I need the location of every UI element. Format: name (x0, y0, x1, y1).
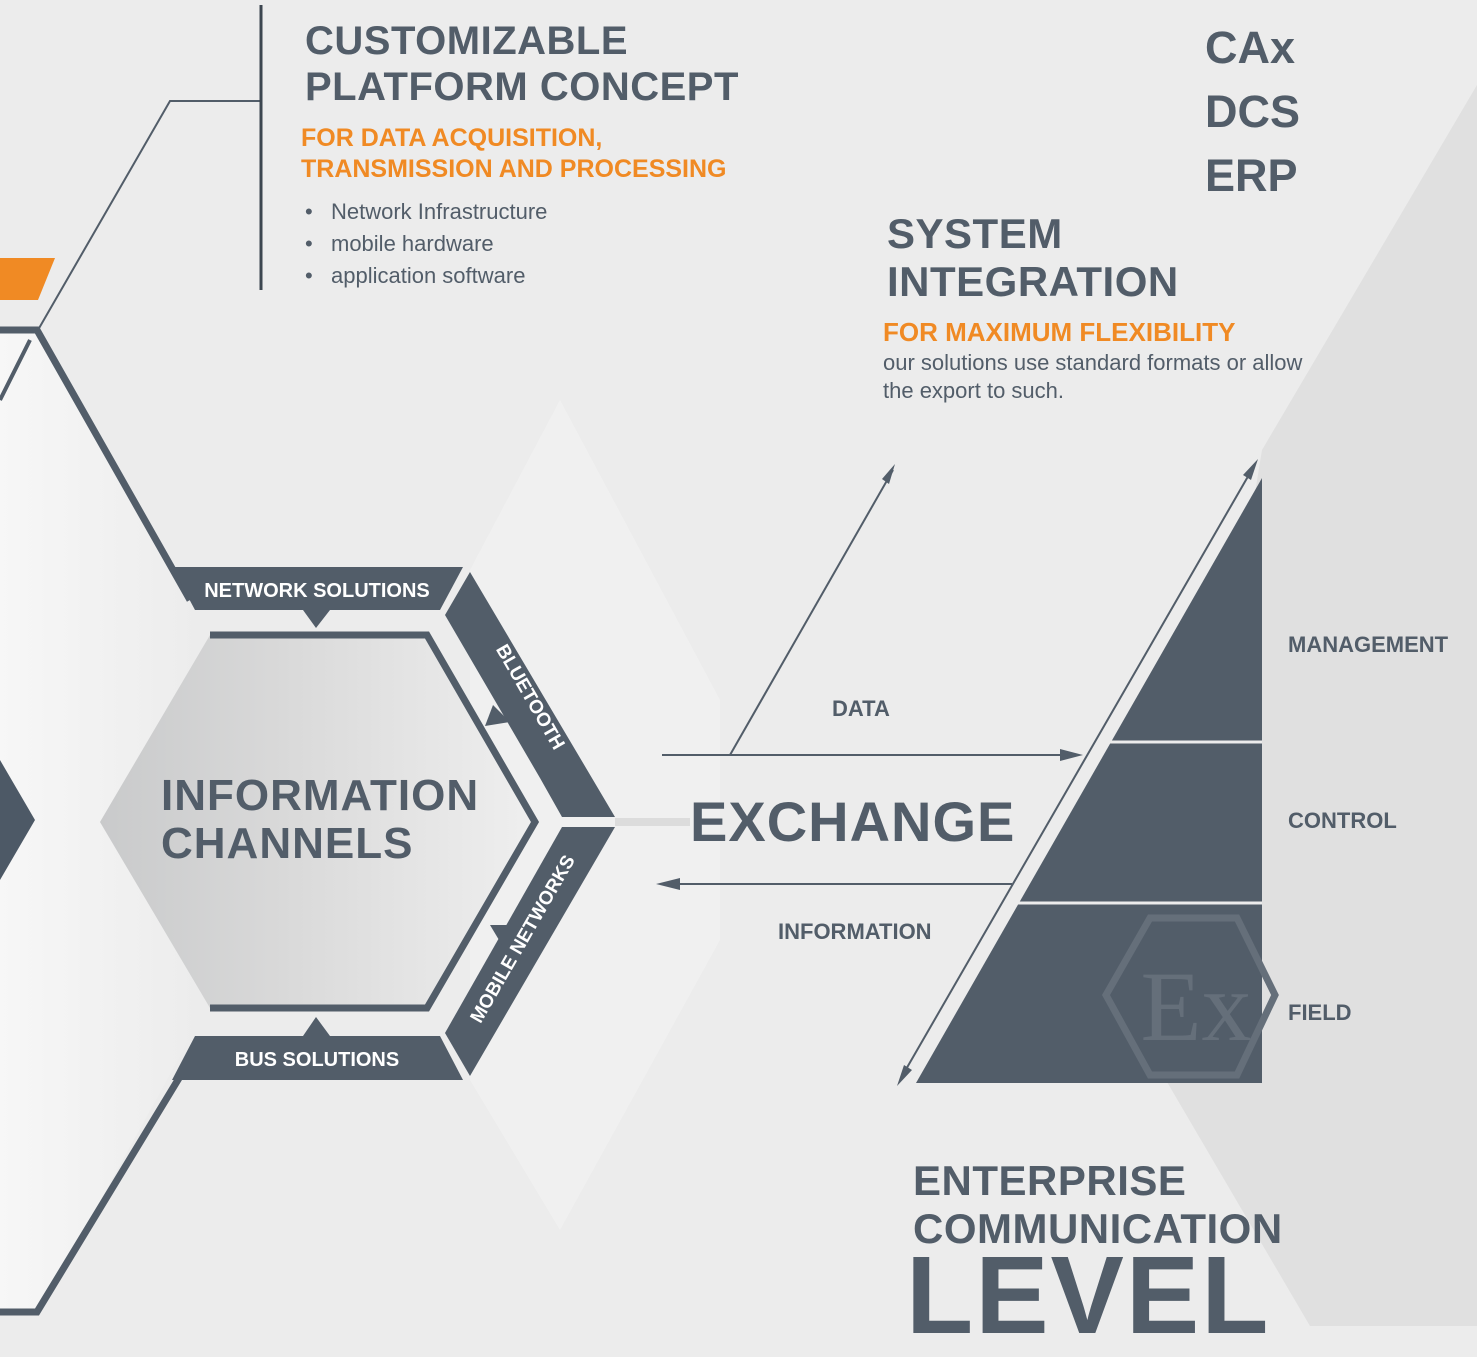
ex-emblem-hexagon (1101, 914, 1279, 1079)
exchange-title: EXCHANGE (690, 790, 1016, 853)
systems-list: CAx DCS ERP (1205, 16, 1300, 208)
band-bluetooth (445, 572, 615, 817)
data-arrowhead (1060, 749, 1083, 761)
band-bus-pointer (303, 1017, 330, 1036)
channel-label-network: NETWORK SOLUTIONS (204, 580, 430, 602)
band-network-solutions (172, 567, 463, 610)
platform-title: CUSTOMIZABLE PLATFORM CONCEPT (305, 18, 739, 110)
pyramid (916, 478, 1262, 1083)
platform-subtitle-line2: TRANSMISSION AND PROCESSING (301, 155, 727, 183)
orange-accent (0, 258, 55, 300)
ex-emblem-text: Ex (1140, 951, 1251, 1062)
enterprise-title-line2: COMMUNICATION (913, 1205, 1283, 1252)
outer-hexagon-inner-edge (0, 339, 32, 401)
system-item: CAx (1205, 22, 1296, 73)
platform-title-line1: CUSTOMIZABLE (305, 19, 629, 63)
platform-subtitle-line1: FOR DATA ACQUISITION, (301, 124, 603, 152)
enterprise-title-line1: ENTERPRISE (913, 1157, 1187, 1204)
band-network-pointer (303, 610, 330, 628)
list-item: application software (305, 260, 547, 292)
information-channels-line1: INFORMATION (161, 771, 480, 820)
system-integration-title-line1: SYSTEM (887, 210, 1063, 257)
list-item: mobile hardware (305, 228, 547, 260)
pyramid-arrowhead-bottom (897, 1065, 912, 1086)
system-item: ERP (1205, 150, 1298, 201)
band-mobile-pointer (490, 925, 512, 945)
system-integration-title-line2: INTEGRATION (887, 258, 1179, 305)
level-field: FIELD (1288, 1000, 1352, 1025)
background-glow (0, 330, 200, 1310)
system-integration-subtitle: FOR MAXIMUM FLEXIBILITY (883, 317, 1236, 347)
channel-label-bus: BUS SOLUTIONS (235, 1049, 399, 1071)
leader-line (37, 100, 260, 331)
hexagon-border (210, 631, 540, 1012)
information-channels-title: INFORMATION CHANNELS (161, 772, 479, 868)
platform-subtitle: FOR DATA ACQUISITION, TRANSMISSION AND P… (301, 123, 727, 185)
pyramid-arrowhead-top (1243, 459, 1258, 480)
system-integration-title: SYSTEM INTEGRATION (887, 210, 1179, 306)
outer-hexagon-edge (0, 326, 194, 602)
data-label: DATA (832, 696, 890, 721)
enterprise-title: ENTERPRISE COMMUNICATION (913, 1157, 1283, 1253)
system-integration-arrow (729, 469, 894, 756)
band-bluetooth-pointer (485, 705, 510, 726)
enterprise-level-title: LEVEL (906, 1234, 1271, 1357)
level-management: MANAGEMENT (1288, 632, 1449, 657)
information-label: INFORMATION (778, 919, 932, 944)
system-item: DCS (1205, 86, 1301, 137)
left-dark-shape (0, 760, 35, 880)
system-integration-arrowhead (882, 464, 895, 484)
diagram-canvas: NETWORK SOLUTIONS BUS SOLUTIONS BLUETOOT… (0, 5, 1477, 1326)
platform-bullet-list: Network Infrastructure mobile hardware a… (305, 196, 547, 292)
system-integration-description: our solutions use standard formats or al… (883, 350, 1303, 403)
band-mobile-networks (445, 827, 615, 1076)
information-hexagon (100, 635, 535, 1008)
information-arrowhead (656, 878, 680, 890)
band-bus-solutions (172, 1036, 463, 1080)
information-channels-line2: CHANNELS (161, 819, 414, 868)
level-control: CONTROL (1288, 808, 1397, 833)
pyramid-double-arrow (900, 465, 1255, 1079)
platform-title-line2: PLATFORM CONCEPT (305, 65, 739, 109)
list-item: Network Infrastructure (305, 196, 547, 228)
outer-hexagon-edge-lower (0, 1058, 193, 1316)
